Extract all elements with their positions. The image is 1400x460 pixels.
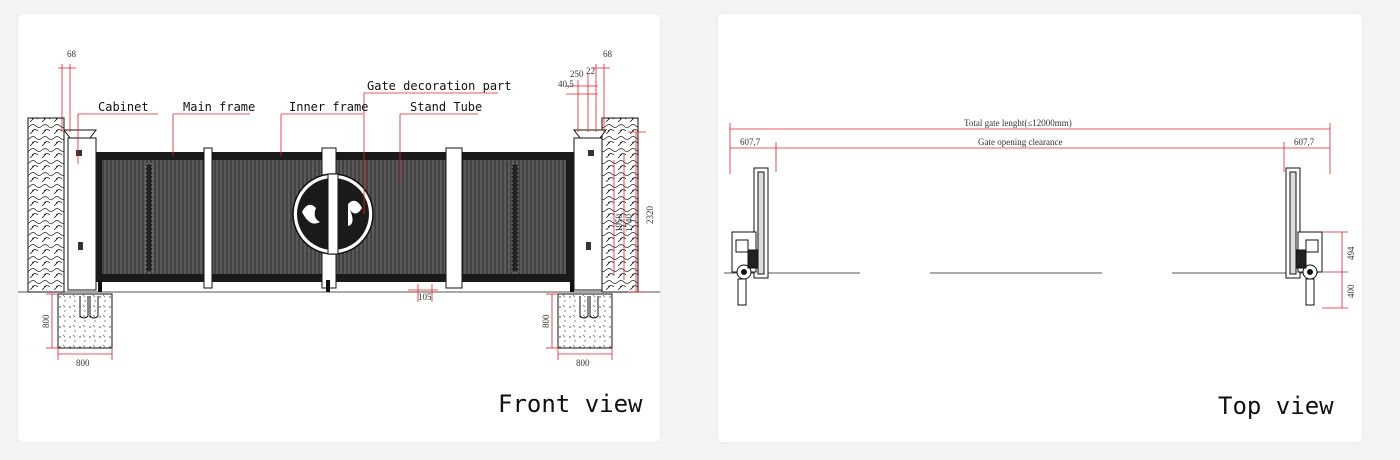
gate-leaf-1	[102, 160, 204, 274]
front-dimension-lines	[46, 64, 646, 360]
right-stone-pillar	[601, 117, 639, 293]
left-stone-pillar	[27, 117, 65, 293]
dim-2320: 2320	[645, 206, 655, 225]
dim-right-68: 68	[603, 49, 613, 59]
front-view-title: Front view	[498, 390, 643, 418]
right-offset-label: 607,7	[1294, 137, 1315, 147]
decor-strip-left	[145, 163, 153, 273]
total-length-label: Total gate lenght(≤12000mm)	[964, 118, 1072, 128]
right-cabinet	[573, 129, 607, 291]
dim-22: 22	[586, 66, 595, 76]
dim-105: 105	[418, 292, 432, 302]
dim-pit-right-width: 800	[576, 358, 590, 368]
callout-cabinet: Cabinet	[98, 100, 149, 114]
left-post-assembly	[731, 167, 769, 306]
gate-decoration-medallion	[292, 173, 374, 255]
opening-clearance-label: Gate opening clearance	[978, 137, 1062, 147]
front-view-drawing: Cabinet Main frame Inner frame Gate deco…	[18, 49, 660, 368]
top-view-title: Top view	[1218, 392, 1334, 420]
dim-494: 494	[1346, 246, 1356, 260]
dim-pit-right-height: 800	[541, 314, 551, 328]
callout-stand-tube: Stand Tube	[410, 100, 482, 114]
dim-1950: 1950	[614, 214, 624, 233]
dim-pit-left-height: 800	[41, 314, 51, 328]
top-dimension-lines	[729, 123, 1348, 309]
dim-pit-left-width: 800	[76, 358, 90, 368]
right-foundation-pit	[557, 293, 613, 349]
callout-main-frame: Main frame	[183, 100, 255, 114]
dim-400: 400	[1346, 284, 1356, 298]
front-view-panel: Cabinet Main frame Inner frame Gate deco…	[18, 14, 660, 442]
dim-250: 250	[570, 69, 584, 79]
dim-40-5: 40,5	[558, 79, 574, 89]
decor-strip-right	[511, 163, 519, 273]
right-post-assembly	[1285, 167, 1323, 306]
callout-inner-frame: Inner frame	[289, 100, 368, 114]
top-view-drawing: Total gate lenght(≤12000mm) Gate opening…	[724, 118, 1356, 309]
stand-tube-3	[445, 147, 463, 289]
top-view-panel: Total gate lenght(≤12000mm) Gate opening…	[718, 14, 1362, 442]
left-foundation-pit	[57, 293, 113, 349]
left-offset-label: 607,7	[740, 137, 761, 147]
dim-1740: 1740	[624, 214, 634, 233]
left-cabinet	[63, 129, 97, 291]
dim-left-68: 68	[67, 49, 77, 59]
callout-decoration: Gate decoration part	[367, 79, 512, 93]
stand-tube-1	[203, 147, 213, 289]
